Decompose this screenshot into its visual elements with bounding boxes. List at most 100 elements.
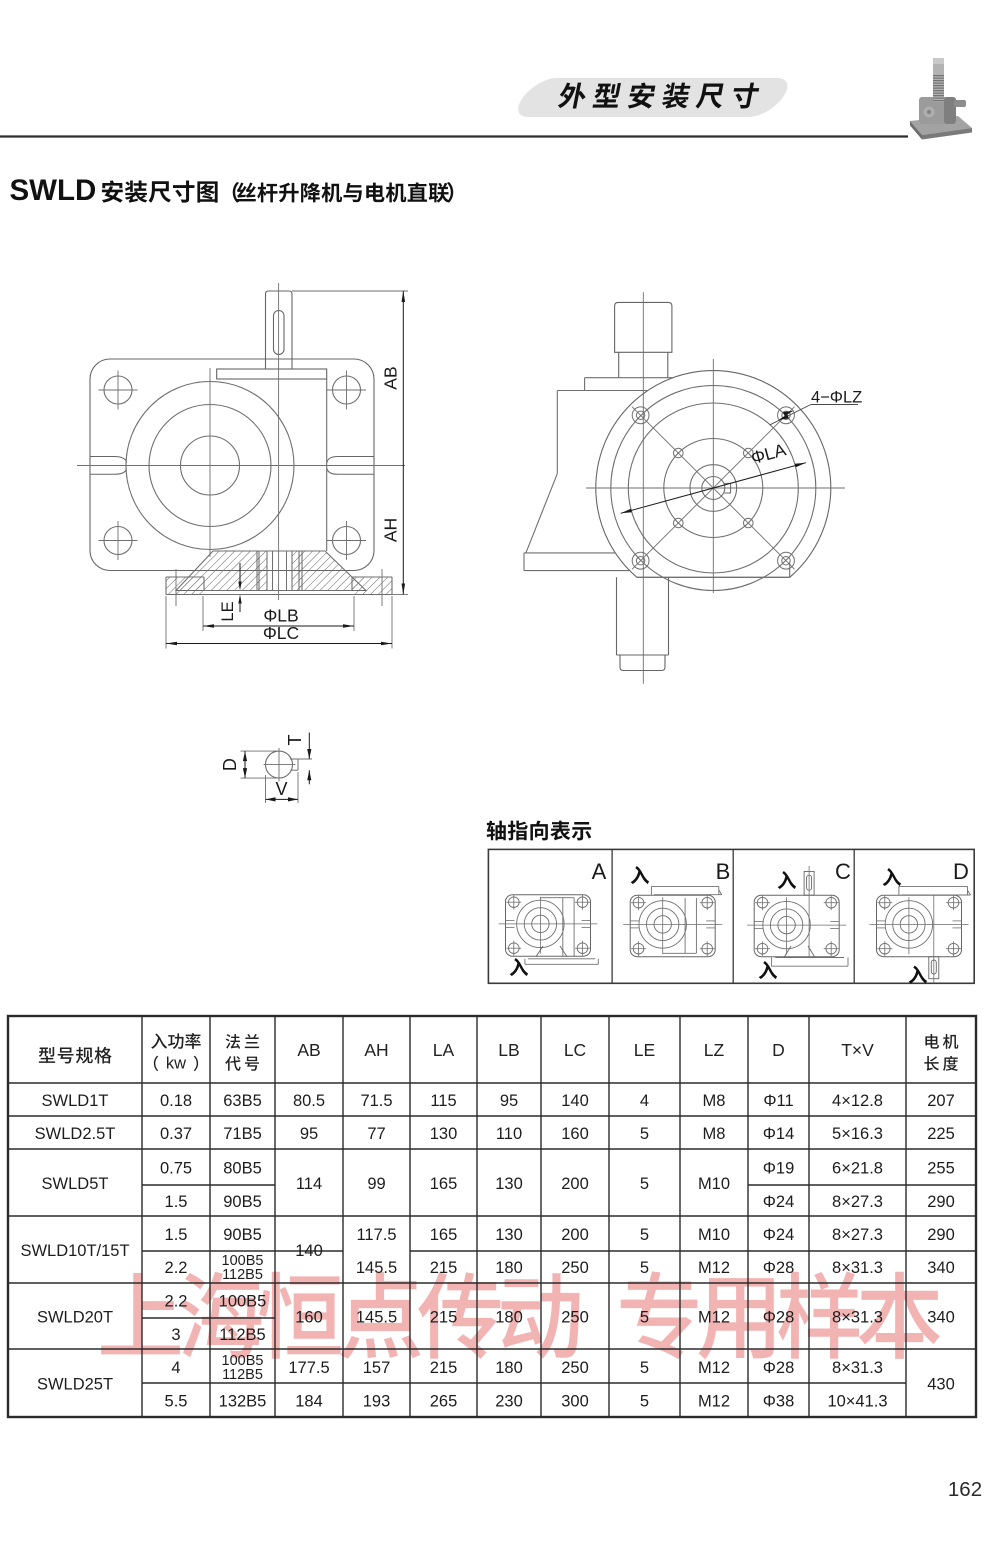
svg-text:kw: kw <box>166 1055 186 1073</box>
svg-text:SWLD1T: SWLD1T <box>42 1092 109 1110</box>
svg-text:SWLD: SWLD <box>10 174 97 207</box>
svg-text:100B5: 100B5 <box>219 1293 267 1311</box>
svg-text:114: 114 <box>296 1175 322 1193</box>
svg-text:Φ28: Φ28 <box>763 1259 795 1277</box>
svg-text:290: 290 <box>927 1193 955 1211</box>
svg-text:130: 130 <box>430 1125 458 1143</box>
svg-text:5: 5 <box>640 1393 649 1411</box>
svg-text:215: 215 <box>430 1359 458 1377</box>
svg-text:A: A <box>592 859 607 884</box>
svg-text:1.5: 1.5 <box>165 1226 188 1244</box>
svg-text:140: 140 <box>295 1242 323 1260</box>
svg-text:4: 4 <box>640 1092 649 1110</box>
svg-text:2.2: 2.2 <box>165 1259 188 1277</box>
svg-text:M12: M12 <box>698 1309 730 1327</box>
svg-text:8×31.3: 8×31.3 <box>832 1359 883 1377</box>
svg-text:145.5: 145.5 <box>356 1309 397 1327</box>
svg-text:8×27.3: 8×27.3 <box>832 1193 883 1211</box>
svg-text:5: 5 <box>640 1259 649 1277</box>
svg-text:D: D <box>220 758 240 771</box>
svg-text:4: 4 <box>171 1359 180 1377</box>
svg-text:180: 180 <box>495 1359 523 1377</box>
svg-text:LB: LB <box>498 1040 519 1060</box>
svg-text:100B5: 100B5 <box>222 1253 264 1269</box>
svg-text:AB: AB <box>381 366 401 389</box>
svg-text:130: 130 <box>495 1175 523 1193</box>
svg-text:AH: AH <box>381 518 401 542</box>
svg-text:80.5: 80.5 <box>293 1092 325 1110</box>
svg-text:290: 290 <box>927 1226 955 1244</box>
svg-text:LC: LC <box>564 1040 586 1060</box>
svg-text:Φ28: Φ28 <box>763 1309 795 1327</box>
svg-text:112B5: 112B5 <box>222 1267 263 1283</box>
svg-text:180: 180 <box>495 1259 523 1277</box>
svg-text:5: 5 <box>640 1226 649 1244</box>
svg-text:Φ11: Φ11 <box>763 1092 793 1110</box>
svg-text:Φ19: Φ19 <box>763 1160 795 1178</box>
svg-text:SWLD20T: SWLD20T <box>37 1309 113 1327</box>
svg-text:71.5: 71.5 <box>360 1092 392 1110</box>
svg-text:Φ38: Φ38 <box>763 1393 795 1411</box>
svg-text:V: V <box>275 779 287 799</box>
svg-text:1.5: 1.5 <box>165 1193 188 1211</box>
svg-text:M12: M12 <box>698 1359 730 1377</box>
svg-text:80B5: 80B5 <box>223 1160 262 1178</box>
svg-text:112B5: 112B5 <box>219 1326 266 1344</box>
svg-text:ΦLB: ΦLB <box>263 606 298 626</box>
svg-text:0.75: 0.75 <box>160 1160 192 1178</box>
svg-text:90B5: 90B5 <box>223 1193 262 1211</box>
svg-text:215: 215 <box>430 1309 458 1327</box>
svg-text:95: 95 <box>300 1125 318 1143</box>
svg-text:117.5: 117.5 <box>356 1226 396 1244</box>
svg-text:M8: M8 <box>703 1092 726 1110</box>
svg-text:5: 5 <box>640 1125 649 1143</box>
svg-text:193: 193 <box>363 1393 391 1411</box>
svg-text:Φ24: Φ24 <box>763 1226 795 1244</box>
svg-text:M10: M10 <box>698 1175 730 1193</box>
svg-text:112B5: 112B5 <box>222 1367 263 1383</box>
svg-text:6×21.8: 6×21.8 <box>832 1160 883 1178</box>
svg-text:M12: M12 <box>698 1259 730 1277</box>
svg-text:77: 77 <box>367 1125 385 1143</box>
svg-text:SWLD5T: SWLD5T <box>42 1175 109 1193</box>
svg-text:200: 200 <box>561 1175 589 1193</box>
svg-text:300: 300 <box>561 1393 589 1411</box>
svg-text:99: 99 <box>367 1175 385 1193</box>
svg-text:145.5: 145.5 <box>356 1259 397 1277</box>
svg-text:177.5: 177.5 <box>288 1359 329 1377</box>
svg-text:4−ΦLZ: 4−ΦLZ <box>811 389 862 407</box>
svg-text:M8: M8 <box>703 1125 726 1143</box>
svg-text:162: 162 <box>948 1478 982 1501</box>
svg-text:160: 160 <box>295 1309 323 1327</box>
svg-text:250: 250 <box>561 1359 589 1377</box>
svg-text:8×31.3: 8×31.3 <box>832 1309 883 1327</box>
svg-text:M12: M12 <box>698 1393 730 1411</box>
svg-text:100B5: 100B5 <box>222 1353 264 1369</box>
svg-text:165: 165 <box>430 1226 458 1244</box>
svg-text:160: 160 <box>561 1125 589 1143</box>
svg-text:3: 3 <box>171 1326 180 1344</box>
svg-text:265: 265 <box>430 1393 458 1411</box>
svg-text:130: 130 <box>495 1226 523 1244</box>
svg-text:90B5: 90B5 <box>223 1226 262 1244</box>
svg-text:SWLD10T/15T: SWLD10T/15T <box>20 1242 129 1260</box>
svg-text:200: 200 <box>561 1226 589 1244</box>
svg-text:AH: AH <box>364 1040 388 1060</box>
svg-text:115: 115 <box>430 1092 456 1110</box>
svg-text:Φ14: Φ14 <box>763 1125 795 1143</box>
svg-text:AB: AB <box>297 1040 320 1060</box>
svg-text:D: D <box>772 1040 785 1060</box>
svg-text:2.2: 2.2 <box>165 1293 188 1311</box>
svg-text:5: 5 <box>640 1175 649 1193</box>
svg-text:180: 180 <box>495 1309 523 1327</box>
svg-text:SWLD25T: SWLD25T <box>37 1376 113 1394</box>
svg-text:8×27.3: 8×27.3 <box>832 1226 883 1244</box>
svg-text:230: 230 <box>495 1393 523 1411</box>
svg-text:250: 250 <box>561 1259 589 1277</box>
svg-text:250: 250 <box>561 1309 589 1327</box>
svg-text:LE: LE <box>219 601 237 621</box>
svg-text:M10: M10 <box>698 1226 730 1244</box>
svg-text:0.37: 0.37 <box>160 1125 192 1143</box>
svg-text:207: 207 <box>927 1092 955 1110</box>
svg-text:ΦLA: ΦLA <box>749 439 789 468</box>
